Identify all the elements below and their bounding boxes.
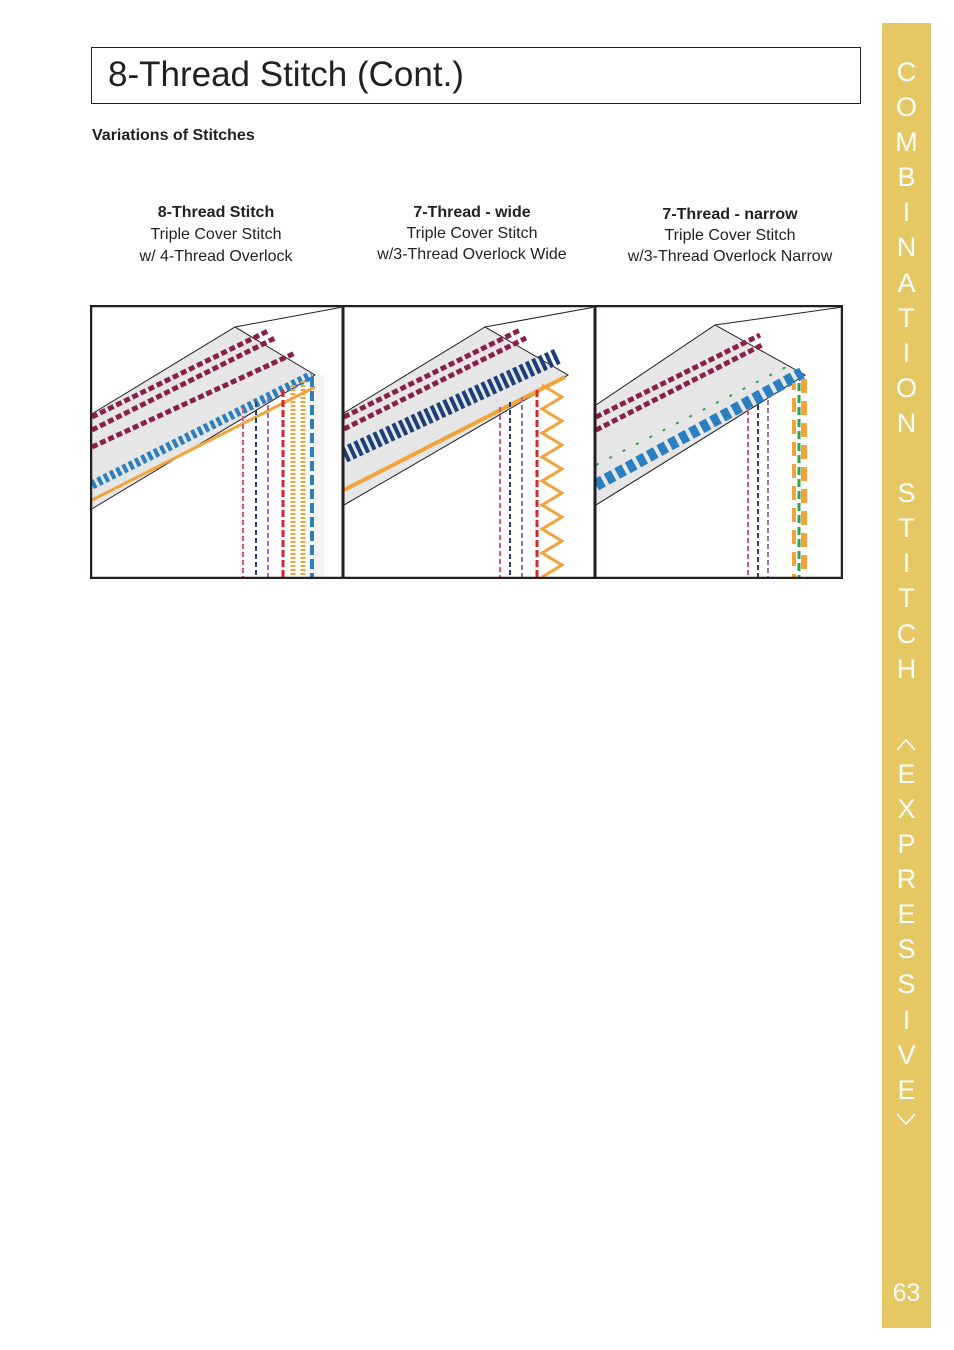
sidebar-letter: I (902, 548, 911, 579)
sidebar-letter: E (897, 899, 916, 930)
sidebar-letter: P (897, 829, 916, 860)
caption-title: 7-Thread - narrow (662, 206, 798, 223)
sidebar-letter: T (898, 513, 915, 544)
sidebar-letter: C (896, 618, 917, 649)
sidebar-letter: E (897, 1074, 916, 1105)
sidebar-letter: I (902, 1004, 911, 1035)
caption-title: 8-Thread Stitch (157, 204, 275, 221)
section-subheading: Variations of Stitches (92, 127, 255, 144)
caption-7-thread-narrow: 7-Thread - narrow Triple Cover Stitch w/… (598, 204, 862, 267)
panel-7-thread-narrow (596, 307, 841, 577)
caption-line: Triple Cover Stitch (664, 227, 796, 244)
sidebar-letter: M (895, 127, 918, 158)
caption-line: Triple Cover Stitch (406, 225, 538, 242)
sidebar-letter: T (898, 302, 915, 333)
sidebar-letter: N (896, 232, 917, 263)
down-chevron-icon (882, 1108, 931, 1143)
sidebar-letter: S (897, 934, 916, 965)
caption-line: w/3-Thread Overlock Narrow (627, 248, 833, 265)
sidebar-letter: H (896, 653, 917, 684)
sidebar-letter: V (897, 1039, 916, 1070)
sidebar-letter: N (896, 407, 917, 438)
sidebar-letter: R (896, 864, 917, 895)
caption-line: w/3-Thread Overlock Wide (377, 246, 567, 263)
sidebar-letter: X (897, 793, 916, 824)
sidebar-letter: S (897, 478, 916, 509)
panel-8-thread (92, 307, 341, 577)
sidebar-letter: O (895, 372, 917, 403)
sidebar-letter: S (897, 969, 916, 1000)
sidebar-letter: O (895, 92, 917, 123)
sidebar-letter: A (897, 267, 916, 298)
caption-line: Triple Cover Stitch (150, 226, 282, 243)
caption-7-thread-wide: 7-Thread - wide Triple Cover Stitch w/3-… (342, 202, 602, 265)
sidebar-letter: C (896, 57, 917, 87)
sidebar-letter: E (897, 758, 916, 789)
sidebar-letter: B (897, 162, 916, 193)
stitch-illustrations (90, 305, 843, 579)
sidebar-letter: I (902, 197, 911, 228)
title-box: 8-Thread Stitch (Cont.) (91, 47, 861, 104)
sidebar-letter: I (902, 337, 911, 368)
caption-line: w/ 4-Thread Overlock (139, 248, 293, 265)
caption-8-thread: 8-Thread Stitch Triple Cover Stitch w/ 4… (86, 202, 346, 268)
sidebar-letter: T (898, 583, 915, 614)
section-sidebar: C O M B I N A T I O N S T I T C H E X P … (882, 23, 931, 1328)
caption-title: 7-Thread - wide (413, 204, 531, 221)
up-chevron-icon (882, 722, 931, 757)
page-number: 63 (892, 1279, 921, 1307)
sidebar-vertical-text: C O M B I N A T I O N S T I T C H E X P … (882, 55, 931, 1143)
panel-7-thread-wide (344, 307, 593, 577)
page-title: 8-Thread Stitch (Cont.) (108, 55, 464, 94)
